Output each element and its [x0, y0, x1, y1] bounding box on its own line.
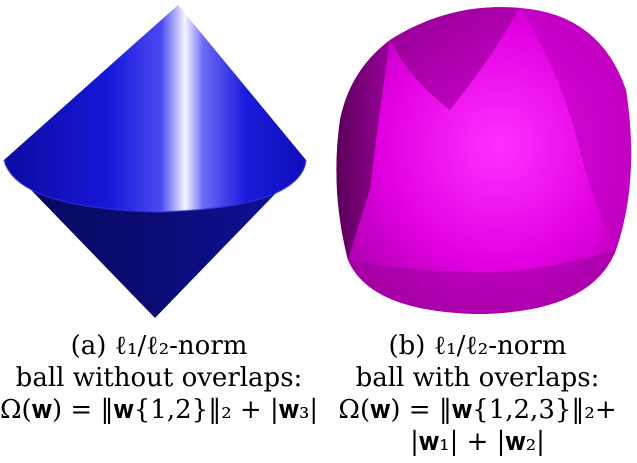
caption-a-line-2: ball without overlaps: [15, 363, 303, 393]
caption-b: (b) ℓ₁/ℓ₂-norm ball with overlaps: Ω(𝐰) … [318, 330, 637, 458]
caption-a: (a) ℓ₁/ℓ₂-norm ball without overlaps: Ω(… [0, 330, 318, 426]
caption-b-line-3: Ω(𝐰) = ‖𝐰{1,2,3}‖₂+ [338, 395, 617, 425]
ball-bottom-face [348, 250, 616, 314]
caption-b-line-1: (b) ℓ₁/ℓ₂-norm [388, 331, 567, 361]
cone-upper-surface [4, 5, 306, 212]
ball-top-face [390, 7, 520, 110]
rounded-ball-shape [336, 7, 632, 314]
caption-b-line-2: ball with overlaps: [355, 363, 600, 393]
ball-left-face [336, 40, 390, 260]
cone-rim [3, 159, 307, 213]
ball-right-face [520, 8, 632, 250]
ball-body [336, 7, 632, 314]
cone-ball-shape [3, 5, 307, 318]
cone-lower-surface [4, 162, 306, 318]
caption-a-line-1: (a) ℓ₁/ℓ₂-norm [70, 331, 248, 361]
caption-b-line-4: |𝐰₁| + |𝐰₂| [410, 427, 545, 457]
caption-a-line-3: Ω(𝐰) = ‖𝐰{1,2}‖₂ + |𝐰₃| [0, 395, 319, 425]
